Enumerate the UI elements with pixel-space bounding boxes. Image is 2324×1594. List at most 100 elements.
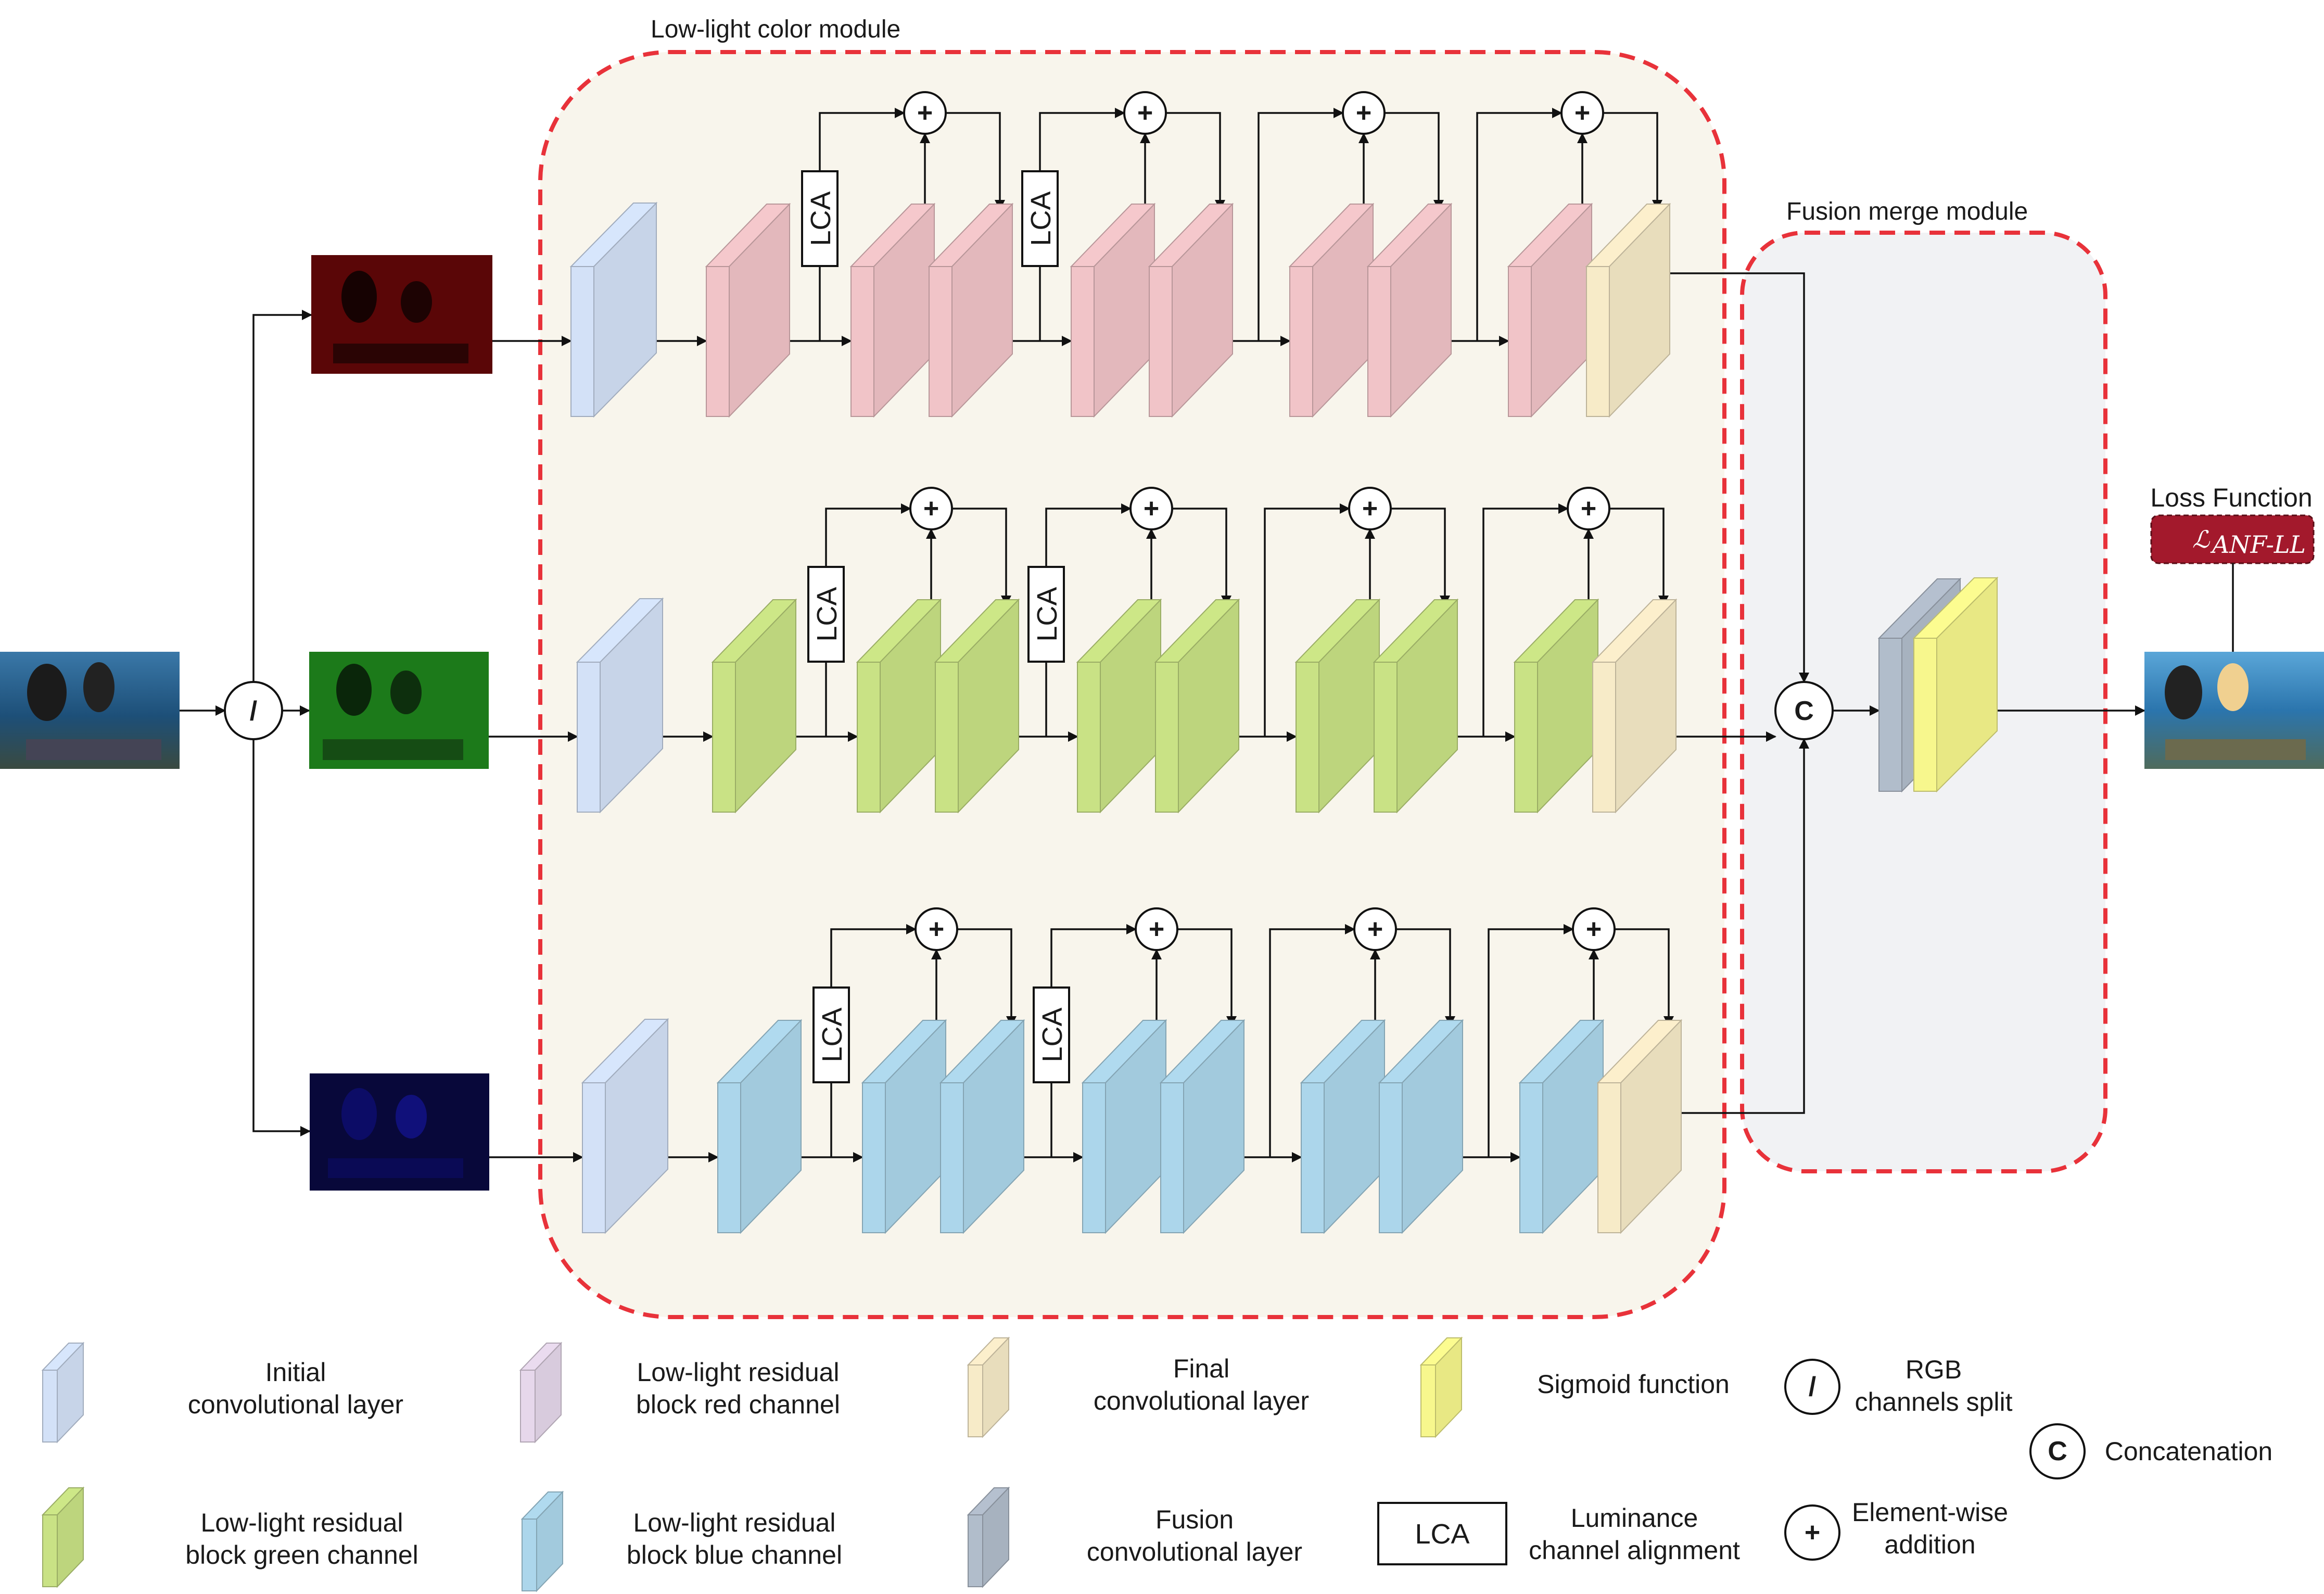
red-residual-block-2b xyxy=(1148,203,1234,418)
legend-sigmoid-swatch xyxy=(1419,1336,1463,1438)
green-down-1 xyxy=(952,508,1011,606)
blue-residual-block-3b xyxy=(1378,1019,1464,1234)
blue-residual-block-0 xyxy=(716,1019,803,1234)
svg-text:LCA: LCA xyxy=(1032,587,1063,641)
red-residual-block-1a xyxy=(849,203,936,418)
blue-skip-4 xyxy=(1488,924,1574,1157)
green-initial-conv-layer xyxy=(576,597,664,814)
channel-pipelines: LCA+LCA+++LCA+LCA+++LCA+LCA+++ xyxy=(569,91,1683,1234)
red-to-concat xyxy=(1670,272,1809,683)
legend-concat-label: Concatenation xyxy=(2105,1437,2272,1466)
green-add-operator-4: + xyxy=(1567,487,1610,530)
green-lca-box-1: LCA xyxy=(807,566,845,663)
legend-concat-icon: C xyxy=(2029,1423,2086,1479)
green-residual-block-3b xyxy=(1373,598,1459,814)
loss-function-title: Loss Function xyxy=(2150,483,2312,512)
green-residual-block-1a xyxy=(856,598,942,814)
split-to-blue xyxy=(252,739,311,1136)
green-residual-block-2a xyxy=(1076,598,1162,814)
pipeline-green: LCA+LCA+++ xyxy=(576,487,1678,814)
green-down-3 xyxy=(1391,508,1450,606)
red-down-2 xyxy=(1166,112,1225,210)
red-lca-box-2: LCA xyxy=(1021,170,1059,267)
svg-text:LCA: LCA xyxy=(811,587,843,641)
red-add-operator-1: + xyxy=(903,91,947,135)
svg-text:ℒ: ℒ xyxy=(2192,525,2210,553)
svg-text:/: / xyxy=(250,696,257,726)
red-residual-block-0 xyxy=(705,203,791,418)
legend-green-block-swatch xyxy=(41,1486,85,1588)
rgb-split-operator: / xyxy=(224,681,283,740)
svg-text:+: + xyxy=(1367,914,1383,944)
loss-function: Loss Function ℒ ANF-LL xyxy=(2150,483,2315,652)
blue-add-operator-4: + xyxy=(1572,907,1616,951)
green-final-conv-layer xyxy=(1591,598,1678,814)
blue-initial-conv-layer xyxy=(581,1018,669,1234)
svg-text:ANF-LL: ANF-LL xyxy=(2210,530,2306,559)
fusion-blocks xyxy=(1877,576,1999,793)
blue-residual-block-1a xyxy=(861,1019,947,1234)
blue-residual-block-3a xyxy=(1300,1019,1386,1234)
green-add-operator-3: + xyxy=(1348,487,1392,530)
blue-residual-block-1b xyxy=(939,1019,1025,1234)
svg-text:/: / xyxy=(1809,1372,1816,1402)
svg-text:LCA: LCA xyxy=(817,1007,848,1062)
green-residual-block-4a xyxy=(1513,598,1599,814)
red-lca-box-1: LCA xyxy=(801,170,839,267)
green-residual-block-1b xyxy=(934,598,1020,814)
svg-text:+: + xyxy=(1144,494,1159,524)
svg-text:+: + xyxy=(1581,494,1596,524)
blue-lca-box-1: LCA xyxy=(812,986,850,1083)
blue-add-operator-3: + xyxy=(1353,907,1397,951)
blue-down-2 xyxy=(1177,928,1237,1027)
green-add-operator-2: + xyxy=(1129,487,1173,530)
svg-text:LCA: LCA xyxy=(1415,1519,1469,1550)
blue-down-4 xyxy=(1615,928,1674,1027)
blue-lca-box-2: LCA xyxy=(1033,986,1070,1083)
output-image xyxy=(2144,652,2324,769)
sigmoid-layer xyxy=(1912,576,1999,793)
blue-residual-block-2a xyxy=(1081,1019,1167,1234)
concatenation-operator: C xyxy=(1774,681,1834,740)
split-to-red xyxy=(252,310,312,682)
input-image xyxy=(0,652,180,769)
green-residual-block-2b xyxy=(1154,598,1240,814)
red-residual-block-4a xyxy=(1507,203,1593,418)
color-module-title: Low-light color module xyxy=(651,16,900,43)
red-residual-block-1b xyxy=(928,203,1014,418)
svg-text:+: + xyxy=(929,914,944,944)
blue-skip-3 xyxy=(1269,924,1355,1157)
pipeline-red: LCA+LCA+++ xyxy=(569,91,1671,418)
green-skip-4 xyxy=(1482,503,1569,737)
svg-text:C: C xyxy=(1794,696,1814,726)
blue-residual-block-2b xyxy=(1159,1019,1246,1234)
red-final-conv-layer xyxy=(1585,203,1671,418)
svg-text:+: + xyxy=(917,98,933,128)
blue-add-operator-2: + xyxy=(1135,907,1178,951)
svg-text:LCA: LCA xyxy=(805,191,836,246)
fusion-module-title: Fusion merge module xyxy=(1786,198,2028,225)
blue-down-1 xyxy=(957,928,1017,1027)
svg-text:+: + xyxy=(1574,98,1590,128)
green-residual-block-0 xyxy=(711,598,797,814)
red-residual-block-3a xyxy=(1288,203,1375,418)
svg-text:+: + xyxy=(1586,914,1602,944)
svg-text:+: + xyxy=(1356,98,1371,128)
legend-sigmoid-label: Sigmoid function xyxy=(1537,1370,1730,1399)
red-down-3 xyxy=(1385,112,1444,210)
svg-text:+: + xyxy=(1362,494,1378,524)
legend-add-icon: + xyxy=(1784,1504,1840,1561)
legend-final-conv-swatch xyxy=(967,1336,1010,1438)
blue-channel-image xyxy=(310,1073,489,1191)
